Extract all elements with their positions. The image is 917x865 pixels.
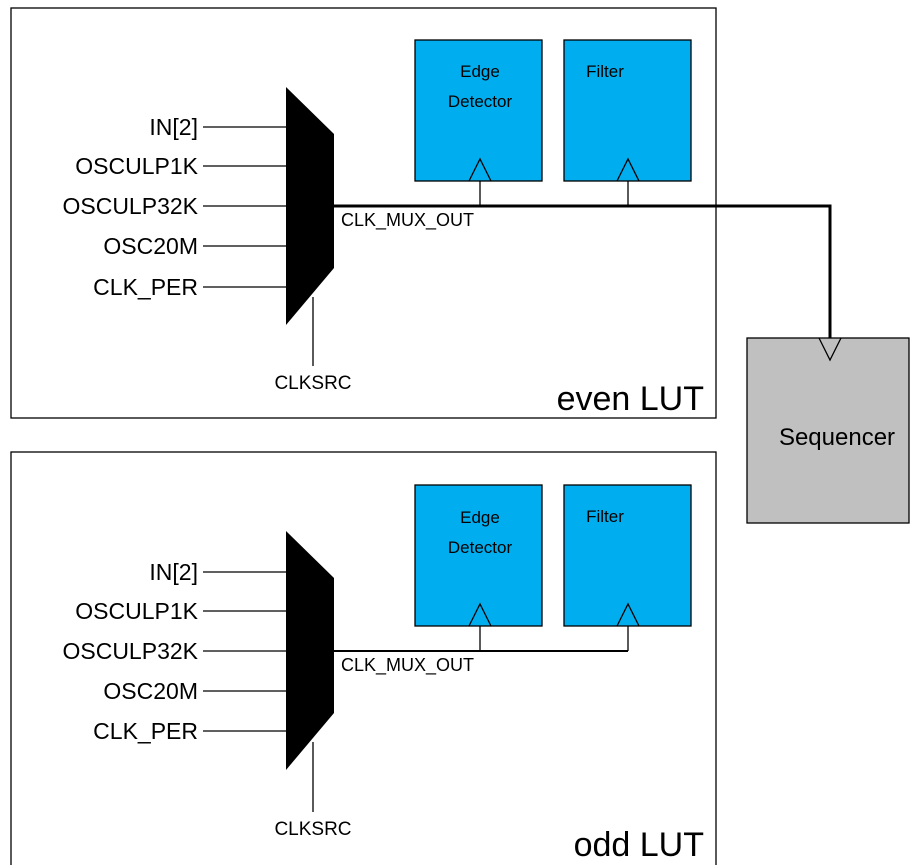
filter-label: Filter [586, 62, 624, 81]
sequencer-group: Sequencer [746, 337, 910, 524]
mux-select-label: CLKSRC [274, 373, 351, 394]
mux-select-label: CLKSRC [274, 819, 351, 840]
input-label: OSCULP1K [75, 153, 198, 179]
multiplexer [286, 531, 334, 770]
clock-input-triangle [468, 602, 492, 627]
input-label: OSCULP32K [62, 638, 198, 664]
mux-output-label: CLK_MUX_OUT [341, 210, 474, 231]
edge-detector-label: Detector [448, 538, 513, 557]
input-label: IN[2] [149, 559, 198, 585]
multiplexer [286, 87, 334, 325]
odd-lut-group: IN[2] OSCULP1K OSCULP32K OSC20M CLK_PER … [10, 451, 717, 865]
clock-input-triangle [818, 337, 842, 362]
clock-input-triangle [468, 157, 492, 182]
edge-detector-label: Edge [460, 508, 500, 527]
even-lut-group: IN[2] OSCULP1K OSCULP32K OSC20M CLK_PER … [10, 7, 832, 419]
mux-output-net [334, 204, 832, 338]
lut-label: even LUT [557, 380, 704, 418]
lut-label: odd LUT [574, 826, 704, 864]
input-label: OSCULP1K [75, 598, 198, 624]
input-label: OSC20M [103, 233, 198, 259]
sequencer-label: Sequencer [779, 424, 895, 451]
clock-input-triangle [616, 602, 640, 627]
edge-detector-label: Detector [448, 92, 513, 111]
input-label: OSCULP32K [62, 193, 198, 219]
mux-output-label: CLK_MUX_OUT [341, 655, 474, 676]
edge-detector-block [414, 484, 543, 627]
sequencer-block [746, 337, 910, 524]
input-label: IN[2] [149, 114, 198, 140]
clock-input-triangle [616, 157, 640, 182]
input-label: OSC20M [103, 678, 198, 704]
filter-block [563, 39, 692, 182]
input-label: CLK_PER [93, 274, 198, 300]
edge-detector-label: Edge [460, 62, 500, 81]
filter-block [563, 484, 692, 627]
input-label: CLK_PER [93, 718, 198, 744]
edge-detector-block [414, 39, 543, 182]
filter-label: Filter [586, 507, 624, 526]
